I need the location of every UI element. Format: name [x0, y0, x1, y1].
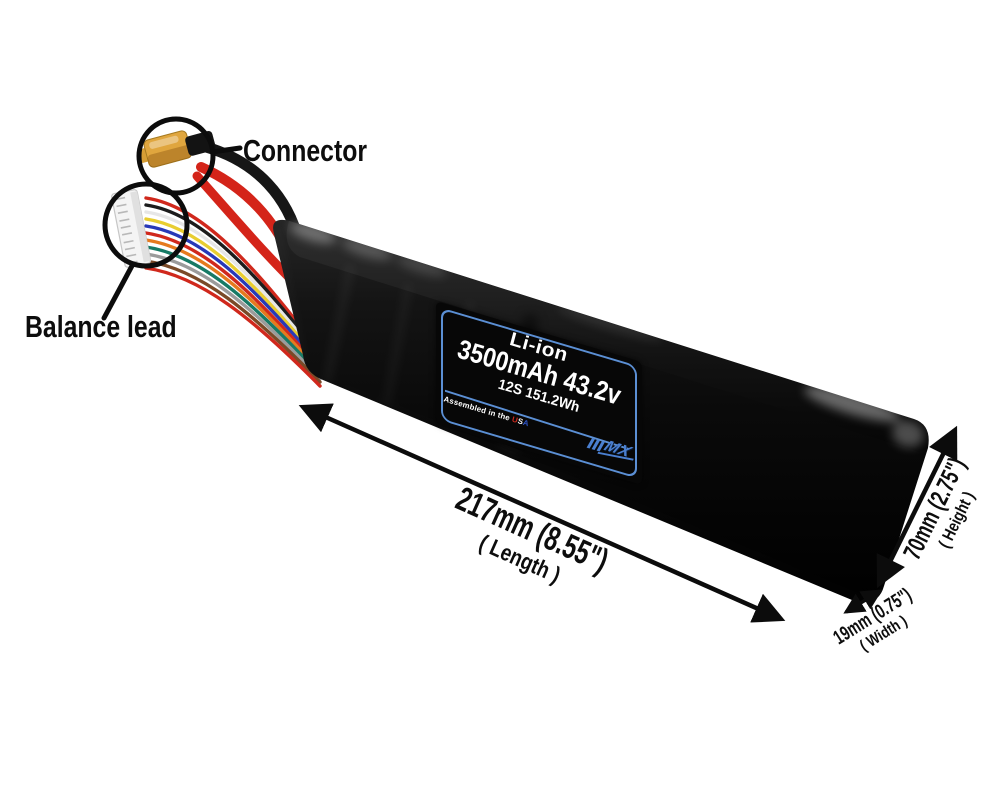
balance-lead-callout-label: Balance lead [25, 309, 215, 345]
balance-leader-line [101, 261, 136, 321]
connector-leader-line [209, 145, 243, 155]
gloss-highlights [289, 222, 924, 448]
width-dimension-arrow [843, 589, 883, 614]
balance-lead-callout-text: Balance lead [25, 309, 177, 344]
height-dimension-arrow [876, 425, 958, 589]
connector-callout-circle [136, 116, 216, 196]
connector-callout-text: Connector [243, 133, 367, 168]
balance-ribbon-wires [144, 196, 322, 388]
length-dimension-arrow [298, 403, 786, 623]
connector-callout-label: Connector [243, 133, 398, 169]
battery-top-face [286, 221, 928, 452]
balance-callout-circle [102, 181, 190, 269]
